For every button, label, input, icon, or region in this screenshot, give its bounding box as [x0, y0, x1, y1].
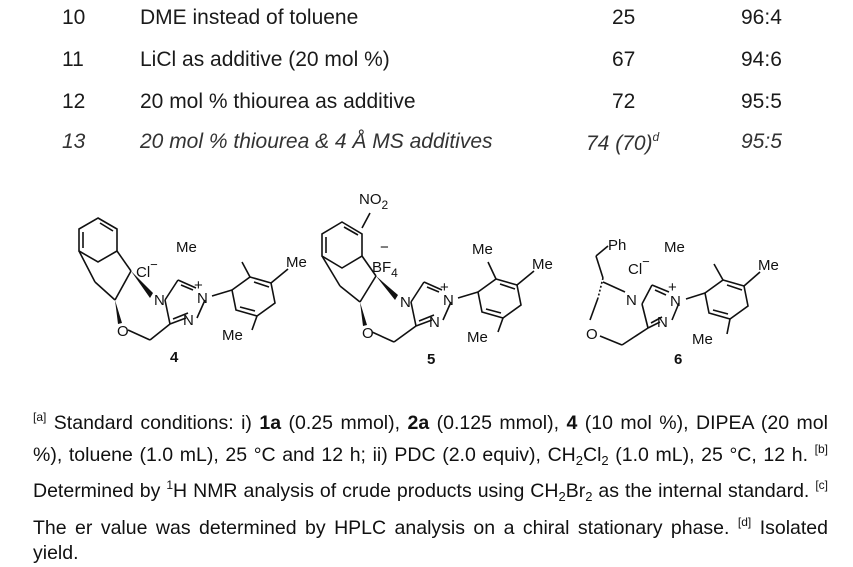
me-label: Me: [222, 327, 243, 344]
entry-number: 13: [62, 130, 86, 153]
charge-label: +: [440, 279, 449, 296]
footnote-text: Br: [565, 480, 586, 502]
n-label: N: [626, 292, 637, 309]
entry-number: 10: [62, 6, 86, 29]
n-label: N: [670, 293, 681, 310]
entry-number: 11: [62, 48, 84, 71]
yield-value: 25: [612, 6, 636, 29]
entry-number: 12: [62, 90, 86, 113]
compound-number: 6: [674, 351, 682, 368]
n-label: N: [429, 314, 440, 331]
me-label: Me: [664, 239, 685, 256]
table-row: 10 DME instead of toluene 25 96:4: [0, 6, 853, 36]
catalyst-structures: Cl− N N + N O Me Me Me 4 NO2: [78, 191, 779, 368]
table-row: 13 20 mol % thiourea & 4 Å MS additives …: [0, 130, 853, 160]
counterion-label: Cl−: [628, 254, 650, 278]
charge-label: +: [194, 277, 203, 294]
me-label: Me: [472, 241, 493, 258]
charge-label: −: [380, 239, 389, 256]
substituent-label: NO2: [359, 191, 389, 212]
footnote-text: H NMR analysis of crude products using C…: [173, 480, 559, 502]
n-label: N: [443, 292, 454, 309]
o-label: O: [117, 323, 129, 340]
o-label: O: [586, 326, 598, 343]
condition-text: 20 mol % thiourea & 4 Å MS additives: [140, 130, 493, 153]
yield-value: 67: [612, 48, 636, 71]
structure-6: Ph Cl− N N + N O Me Me Me 6: [586, 237, 779, 368]
subscript: 2: [601, 452, 609, 468]
footnote-marker: [c]: [815, 478, 828, 492]
condition-text: LiCl as additive (20 mol %): [140, 48, 390, 71]
footnote-marker: [a]: [33, 410, 47, 424]
condition-text: DME instead of toluene: [140, 6, 359, 29]
compound-number: 4: [170, 349, 179, 366]
n-label: N: [657, 314, 668, 331]
yield-value: 74 (70)d: [586, 130, 659, 156]
subscript: 2: [558, 489, 566, 504]
me-label: Me: [758, 257, 779, 274]
me-label: Me: [532, 256, 553, 273]
me-label: Me: [286, 254, 307, 271]
n-label: N: [154, 292, 165, 309]
table-row: 11 LiCl as additive (20 mol %) 67 94:6: [0, 48, 853, 78]
er-value: 94:6: [741, 48, 782, 71]
n-label: N: [197, 290, 208, 307]
structure-5: NO2 BF4 − N N + N: [321, 191, 553, 368]
footnote-text: Isolated yield.: [33, 516, 828, 565]
compound-ref: 1a: [259, 412, 282, 434]
yield-number: 74 (70): [586, 132, 653, 155]
subscript: 2: [585, 489, 593, 504]
yield-value: 72: [612, 90, 636, 113]
er-value: 96:4: [741, 6, 782, 29]
o-label: O: [362, 325, 374, 342]
footnote-text: Standard conditions: i): [46, 412, 260, 434]
footnote-text: (0.25 mmol),: [281, 412, 408, 434]
substituent-label: Ph: [608, 237, 626, 254]
n-label: N: [400, 294, 411, 311]
footnote-text: Determined by: [33, 480, 167, 502]
counterion-label: Cl−: [136, 257, 158, 281]
footnote-marker: [b]: [814, 441, 828, 456]
table-footnote: [a] Standard conditions: i) 1a (0.25 mmo…: [33, 405, 828, 567]
footnote-text: The er value was determined by HPLC anal…: [33, 516, 738, 539]
compound-number: 5: [427, 351, 435, 368]
footnote-text: as the internal standard.: [592, 480, 816, 502]
counterion-label: BF4: [372, 259, 398, 280]
subscript: 2: [575, 452, 583, 468]
n-label: N: [183, 312, 194, 329]
structure-4: Cl− N N + N O Me Me Me 4: [78, 217, 307, 366]
footnote-text: (1.0 mL), 25 °C, 12 h.: [608, 443, 815, 466]
table-row: 12 20 mol % thiourea as additive 72 95:5: [0, 90, 853, 120]
footnote-marker: d: [652, 130, 660, 144]
me-label: Me: [467, 329, 488, 346]
superscript: 1: [166, 478, 174, 492]
charge-label: +: [668, 279, 677, 296]
me-label: Me: [176, 239, 197, 256]
er-value: 95:5: [741, 130, 782, 153]
er-value: 95:5: [741, 90, 782, 113]
footnote-text: Cl: [583, 443, 602, 466]
condition-text: 20 mol % thiourea as additive: [140, 90, 416, 113]
footnote-text: (0.125 mmol),: [429, 412, 567, 434]
compound-ref: 4: [566, 412, 578, 434]
footnote-marker: [d]: [737, 514, 752, 529]
me-label: Me: [692, 331, 713, 348]
compound-ref: 2a: [407, 412, 430, 434]
footnote-text: (10 mol %), DIPEA (20 mol %), toluene (1…: [33, 412, 828, 466]
